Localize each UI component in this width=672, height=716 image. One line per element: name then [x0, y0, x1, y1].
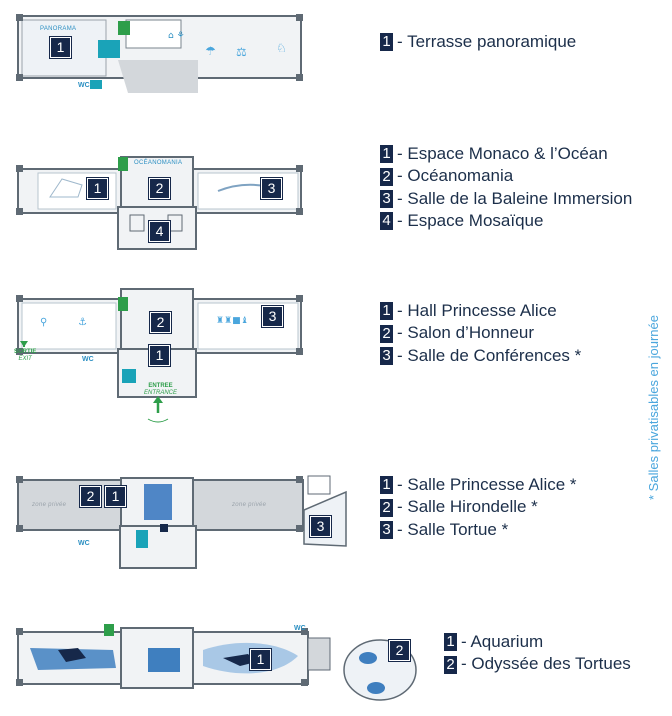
legend-item: 3 - Salle Tortue * — [380, 519, 577, 541]
legend-number: 2 — [380, 167, 393, 186]
legend-number: 2 — [444, 655, 457, 674]
svg-text:⚲: ⚲ — [40, 317, 47, 328]
legend-item: 2 - Océanomania — [380, 165, 632, 187]
svg-text:⚓: ⚓ — [78, 317, 87, 328]
legend-number: 2 — [380, 498, 393, 517]
oceanomania-zone-label: OCÉANOMANIA — [134, 160, 183, 166]
legend-label: - Salle de la Baleine Immersion — [397, 188, 633, 208]
legend-number: 1 — [444, 633, 457, 652]
legend-item: 2 - Salon d’Honneur — [380, 322, 581, 344]
map-marker-terrasse[interactable]: 1 — [50, 37, 71, 58]
map-marker-aquarium[interactable]: 1 — [250, 649, 271, 670]
legend-label: - Hall Princesse Alice — [397, 301, 557, 320]
svg-text:☂: ☂ — [205, 44, 216, 58]
legend-label: - Odyssée des Tortues — [461, 654, 631, 674]
legend-number: 3 — [380, 347, 393, 366]
legend-label: - Océanomania — [397, 166, 514, 186]
svg-text:⌂ ⚘: ⌂ ⚘ — [168, 31, 185, 41]
legend-item: 2 - Odyssée des Tortues — [444, 653, 631, 675]
legend-item: 3 - Salle de Conférences * — [380, 345, 581, 367]
legend-entrance: 1 - Hall Princesse Alice 2 - Salon d’Hon… — [380, 300, 581, 367]
legend-number: 2 — [380, 324, 393, 343]
map-marker-baleine[interactable]: 3 — [261, 178, 282, 199]
legend-number: 1 — [380, 33, 393, 52]
map-marker-salle-conferences[interactable]: 3 — [262, 306, 283, 327]
private-zone-label-left: zone privée — [32, 502, 67, 508]
legend-item: 4 - Espace Mosaïque — [380, 210, 632, 232]
wc-label: WC — [78, 82, 90, 89]
svg-text:⚖: ⚖ — [236, 45, 247, 59]
legend-item: 1 - Espace Monaco & l’Océan — [380, 143, 632, 165]
legend-number: 3 — [380, 190, 393, 209]
legend-number: 3 — [380, 521, 393, 540]
floor-plan-salles-drawing — [16, 475, 347, 569]
legend-number: 1 — [380, 302, 393, 321]
floor-plan-panorama-drawing: ⌂ ⚘ ☂ ⚖ ♘ — [16, 14, 303, 93]
svg-text:♜♜■♝: ♜♜■♝ — [216, 316, 249, 326]
legend-label: - Aquarium — [461, 632, 544, 651]
entrance-label-fr: ENTREE — [148, 383, 173, 389]
wc-label: WC — [78, 540, 90, 547]
map-marker-salon-honneur[interactable]: 2 — [150, 312, 171, 333]
legend-label: - Salle de Conférences * — [397, 345, 582, 365]
floor-plan-panorama: ⌂ ⚘ ☂ ⚖ ♘ PANORAMA 1 WC — [8, 8, 308, 103]
legend-panorama: 1 - Terrasse panoramique — [380, 31, 576, 53]
legend-item: 1 - Aquarium — [444, 631, 631, 653]
legend-label: - Terrasse panoramique — [397, 32, 577, 51]
map-marker-mosaique[interactable]: 4 — [149, 221, 170, 242]
map-marker-odyssee-tortues[interactable]: 2 — [389, 640, 410, 661]
wc-label: WC — [82, 356, 94, 363]
floor-plan-aquarium-drawing — [16, 624, 417, 701]
svg-text:♘: ♘ — [276, 41, 287, 55]
legend-label: - Espace Mosaïque — [397, 211, 544, 231]
floor-plan-salles: zone privée zone privée 2 1 3 WC — [8, 470, 348, 575]
map-marker-princesse-alice[interactable]: 1 — [105, 486, 126, 507]
map-marker-espace-monaco[interactable]: 1 — [87, 178, 108, 199]
map-marker-hirondelle[interactable]: 2 — [80, 486, 101, 507]
private-rooms-note: * Salles privatisables en journée — [646, 315, 661, 500]
wc-label: WC — [294, 625, 306, 632]
private-zone-label-right: zone privée — [232, 502, 267, 508]
map-marker-oceanomania[interactable]: 2 — [149, 178, 170, 199]
legend-salles: 1 - Salle Princesse Alice * 2 - Salle Hi… — [380, 474, 577, 541]
legend-label: - Salle Tortue * — [397, 519, 509, 539]
panorama-zone-label: PANORAMA — [40, 26, 77, 32]
legend-number: 1 — [380, 145, 393, 164]
map-marker-hall-princesse-alice[interactable]: 1 — [149, 345, 170, 366]
legend-number: 4 — [380, 212, 393, 231]
legend-item: 1 - Salle Princesse Alice * — [380, 474, 577, 496]
legend-label: - Salle Princesse Alice * — [397, 475, 577, 494]
floor-plan-aquarium: 1 2 WC — [8, 618, 428, 713]
legend-label: - Salle Hirondelle * — [397, 497, 538, 517]
legend-aquarium: 1 - Aquarium 2 - Odyssée des Tortues — [444, 631, 631, 676]
entrance-label-en: ENTRANCE — [144, 390, 178, 396]
legend-item: 1 - Terrasse panoramique — [380, 31, 576, 53]
exit-label-fr: SORTIE — [14, 349, 37, 355]
exit-label-en: EXIT — [18, 356, 32, 362]
legend-label: - Espace Monaco & l’Océan — [397, 144, 608, 163]
legend-label: - Salon d’Honneur — [397, 323, 535, 343]
legend-item: 3 - Salle de la Baleine Immersion — [380, 188, 632, 210]
legend-item: 2 - Salle Hirondelle * — [380, 496, 577, 518]
floor-plan-oceanomania: OCÉANOMANIA 1 2 3 4 — [8, 145, 308, 250]
map-marker-tortue[interactable]: 3 — [310, 516, 331, 537]
legend-number: 1 — [380, 476, 393, 495]
legend-item: 1 - Hall Princesse Alice — [380, 300, 581, 322]
legend-oceanomania: 1 - Espace Monaco & l’Océan 2 - Océanoma… — [380, 143, 632, 233]
